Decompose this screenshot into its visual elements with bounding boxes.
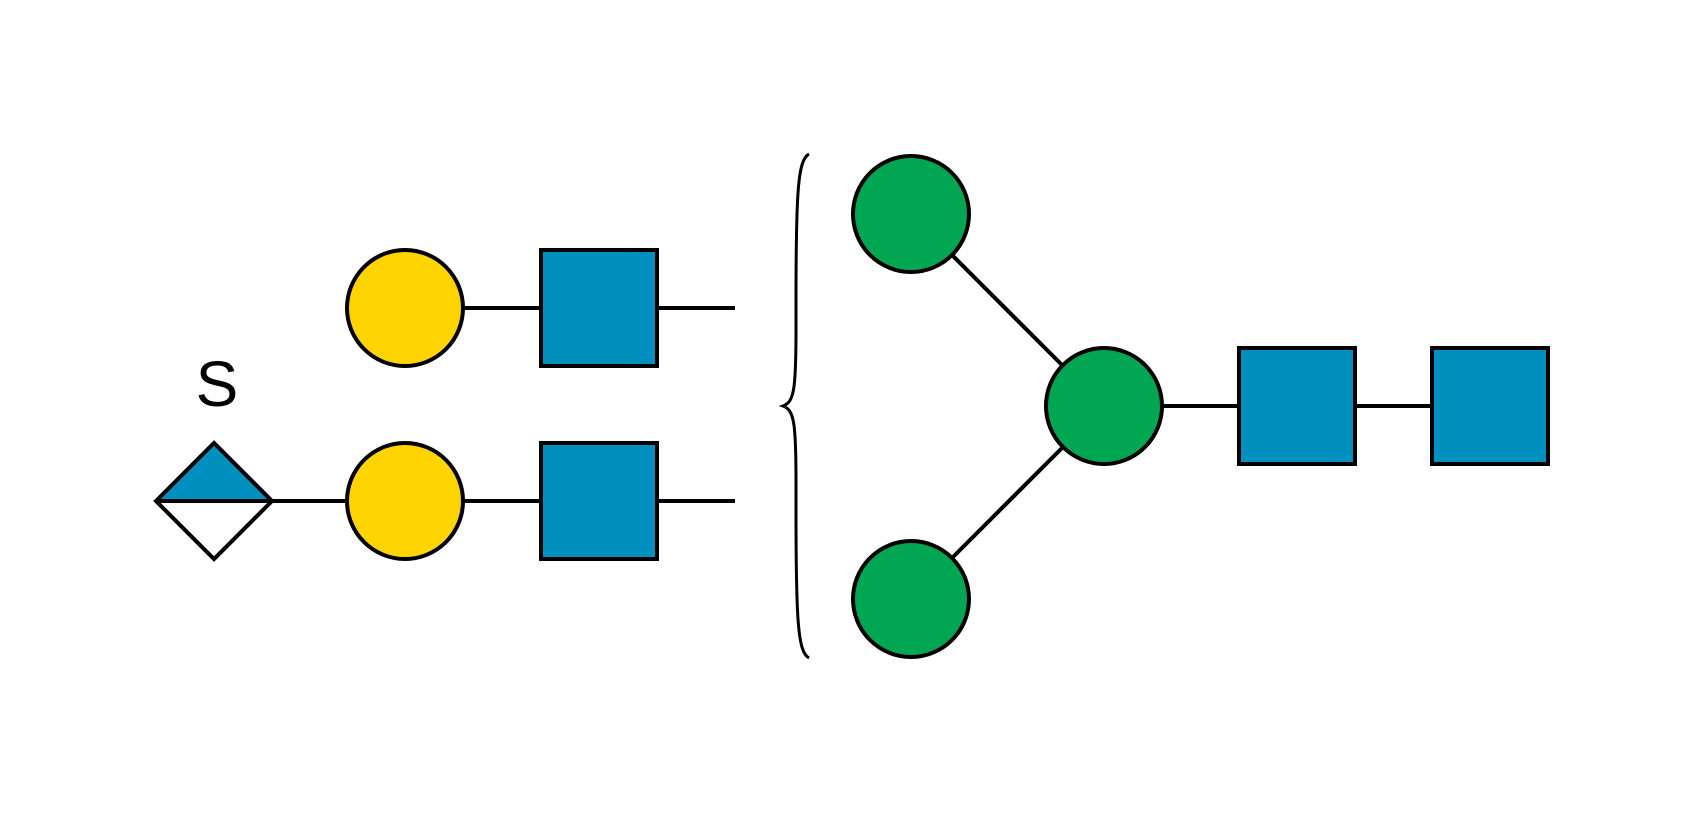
neuac-top-half: [156, 443, 272, 501]
neuac-bottom-half: [156, 501, 272, 559]
mannose-lower-node: [851, 539, 971, 659]
mannose-core-node: [1044, 346, 1164, 466]
linkage-man-lower-man-core: [948, 443, 1067, 562]
glcnac-upper-node: [539, 248, 659, 368]
upper-antenna: [345, 248, 659, 368]
mannose-upper-node: [851, 154, 971, 274]
neuac-node: [153, 440, 275, 562]
linkage-man-upper-man-core: [948, 251, 1067, 370]
glcnac-reducing-end-node: [1430, 346, 1550, 466]
galactose-lower-node: [345, 441, 465, 561]
glcnac-lower-node: [539, 441, 659, 561]
antenna-brace: [778, 152, 810, 660]
sulfate-modification-label: S: [196, 348, 239, 420]
galactose-upper-node: [345, 248, 465, 368]
core: [851, 154, 1550, 659]
glcnac-core-node: [1237, 346, 1357, 466]
lower-antenna: S: [153, 348, 659, 562]
linkages: [272, 251, 1433, 562]
